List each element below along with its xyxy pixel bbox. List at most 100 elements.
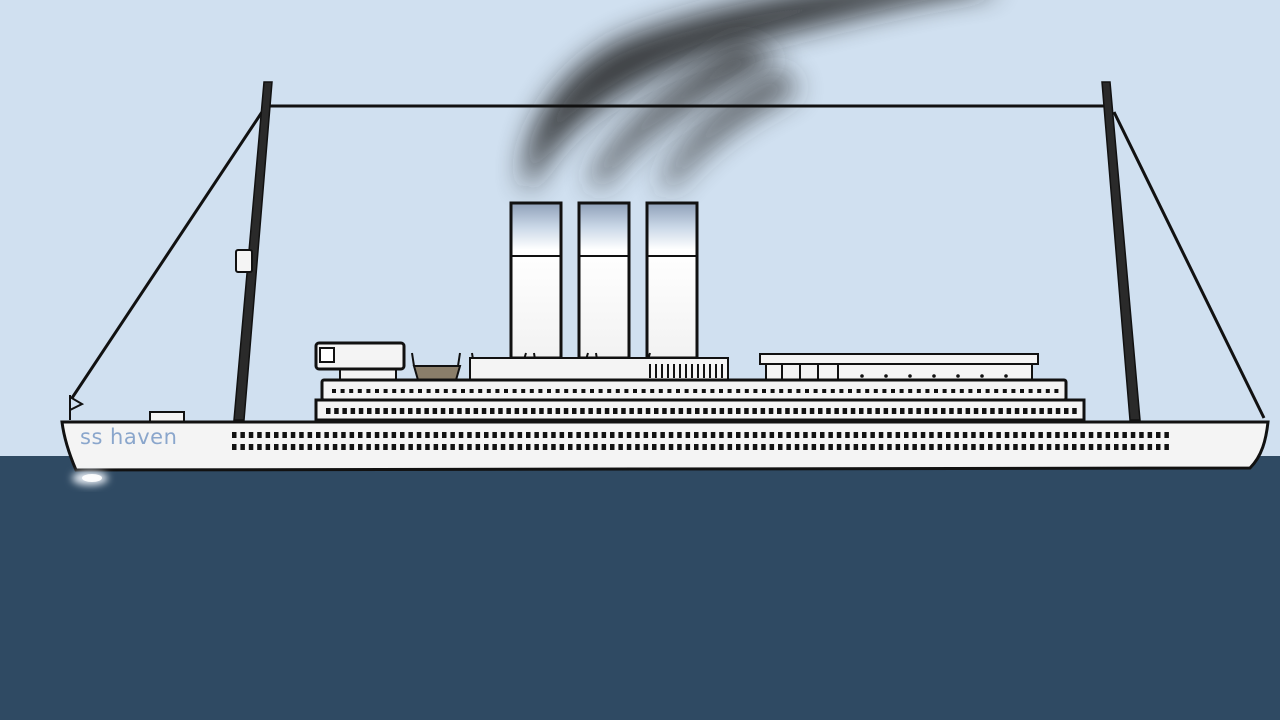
porthole (576, 432, 581, 438)
window (859, 408, 864, 414)
window (924, 408, 930, 414)
porthole (509, 444, 514, 450)
porthole (1139, 444, 1144, 450)
upper-deck-windows (332, 389, 1059, 393)
porthole (803, 444, 808, 450)
window (1047, 408, 1053, 414)
window (645, 408, 651, 414)
porthole (316, 432, 321, 438)
porthole (685, 444, 691, 450)
porthole (601, 432, 607, 438)
porthole (517, 444, 523, 450)
porthole (954, 444, 959, 450)
porthole (820, 432, 825, 438)
porthole (1021, 444, 1027, 450)
porthole (450, 432, 455, 438)
porthole (610, 444, 615, 450)
porthole (383, 444, 388, 450)
porthole (878, 444, 884, 450)
porthole (643, 432, 649, 438)
window (522, 408, 528, 414)
porthole (937, 432, 943, 438)
porthole (500, 444, 506, 450)
window (349, 389, 354, 393)
porthole (736, 432, 741, 438)
window (416, 408, 421, 414)
window (727, 389, 732, 393)
porthole (988, 444, 993, 450)
window (900, 408, 905, 414)
porthole (584, 432, 590, 438)
window (514, 408, 520, 414)
window (752, 408, 757, 414)
porthole (1021, 432, 1027, 438)
porthole (786, 432, 791, 438)
window (572, 408, 577, 414)
porthole (1038, 432, 1043, 438)
porthole (416, 432, 422, 438)
window (375, 408, 380, 414)
porthole (358, 444, 363, 450)
porthole (433, 432, 439, 438)
window (1055, 408, 1061, 414)
window (367, 408, 372, 414)
porthole (1156, 432, 1161, 438)
window (1006, 408, 1012, 414)
window (842, 408, 848, 414)
porthole (677, 432, 682, 438)
window (801, 408, 807, 414)
porthole (971, 444, 976, 450)
porthole (290, 444, 296, 450)
window (701, 389, 706, 393)
window (998, 408, 1003, 414)
window (1039, 408, 1044, 414)
porthole (484, 444, 489, 450)
porthole (307, 444, 313, 450)
porthole (1114, 432, 1119, 438)
porthole (643, 444, 649, 450)
porthole (1046, 444, 1052, 450)
porthole (425, 444, 430, 450)
porthole (307, 432, 313, 438)
window (977, 389, 981, 393)
bow-foam (72, 471, 108, 485)
porthole (727, 444, 733, 450)
porthole (769, 432, 775, 438)
window (787, 389, 792, 393)
window (1002, 389, 1007, 393)
porthole (1063, 444, 1069, 450)
porthole (484, 432, 489, 438)
porthole (887, 432, 892, 438)
porthole (257, 432, 262, 438)
porthole (542, 444, 548, 450)
porthole (668, 432, 674, 438)
porthole (299, 444, 304, 450)
window (531, 408, 536, 414)
porthole (265, 432, 271, 438)
window (490, 408, 495, 414)
porthole (962, 432, 968, 438)
porthole (660, 444, 665, 450)
porthole (290, 432, 296, 438)
porthole (635, 432, 640, 438)
window (678, 408, 684, 414)
porthole (744, 432, 749, 438)
porthole (996, 444, 1001, 450)
window (547, 408, 552, 414)
window (1011, 389, 1016, 393)
porthole (274, 432, 279, 438)
window (982, 408, 987, 414)
rigging (70, 104, 1266, 419)
porthole (299, 432, 304, 438)
porthole (391, 432, 397, 438)
window (538, 389, 543, 393)
window (478, 389, 483, 393)
window (486, 389, 491, 393)
porthole (458, 432, 464, 438)
porthole (1105, 432, 1111, 438)
porthole (920, 444, 926, 450)
funnel-1 (509, 201, 563, 360)
window (925, 389, 930, 393)
window (334, 408, 339, 414)
